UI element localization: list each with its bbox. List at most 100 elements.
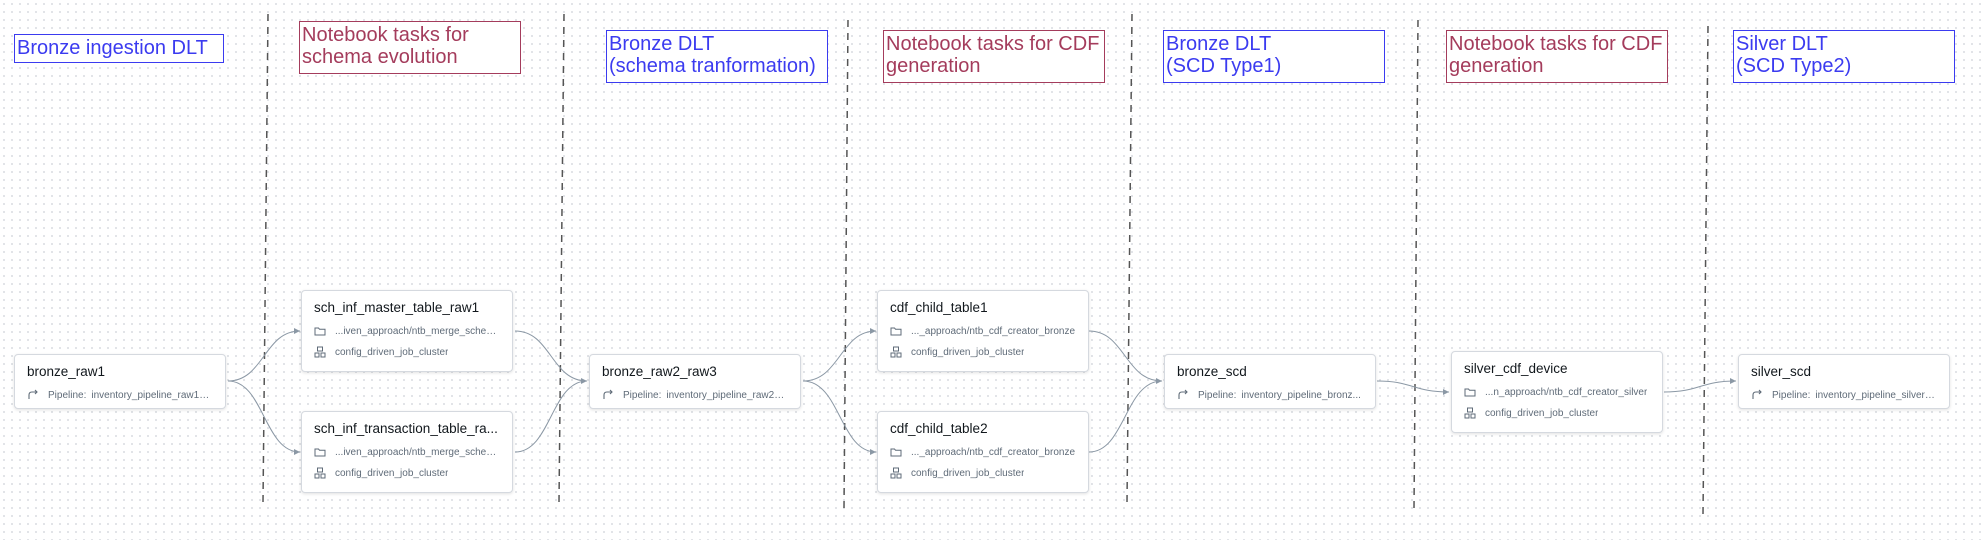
stage-label-bronze-ingestion: Bronze ingestion DLT — [14, 34, 224, 63]
edge-cdf_child_table1-bronze_scd — [1088, 330, 1163, 382]
task-name: silver_scd — [1751, 364, 1812, 379]
task-cdf_child_table2[interactable]: cdf_child_table2 ..._approach/ntb_cdf_cr… — [877, 411, 1089, 493]
cluster-name[interactable]: config_driven_job_cluster — [1485, 407, 1599, 419]
task-pipeline-row: Pipeline: inventory_pipeline_silver_... — [1751, 388, 1937, 402]
stage-label-silver-scd2: Silver DLT (SCD Type2) — [1733, 30, 1955, 83]
edge-bronze_raw1-sch_master — [227, 330, 301, 382]
task-notebook-row: ...iven_approach/ntb_merge_schema — [314, 445, 500, 459]
notebook-path[interactable]: ..._approach/ntb_cdf_creator_bronze — [911, 325, 1075, 337]
folder-icon — [314, 448, 326, 457]
pipeline-label: Pipeline: — [1198, 389, 1237, 401]
cluster-icon — [890, 467, 902, 479]
edge-bronze_raw2_raw3-cdf_child_table1 — [802, 330, 877, 382]
stage-separator — [843, 19, 849, 509]
task-cluster-row: config_driven_job_cluster — [890, 466, 1076, 480]
cluster-icon — [1464, 407, 1476, 419]
cluster-name[interactable]: config_driven_job_cluster — [911, 346, 1025, 358]
stage-separator — [1413, 19, 1419, 509]
cluster-name[interactable]: config_driven_job_cluster — [335, 467, 449, 479]
task-notebook-row: ...iven_approach/ntb_merge_schema — [314, 324, 500, 338]
notebook-path[interactable]: ..._approach/ntb_cdf_creator_bronze — [911, 446, 1075, 458]
task-cdf_child_table1[interactable]: cdf_child_table1 ..._approach/ntb_cdf_cr… — [877, 290, 1089, 372]
stage-label-cdf-generation-2: Notebook tasks for CDF generation — [1446, 30, 1668, 83]
task-name: silver_cdf_device — [1464, 361, 1568, 376]
task-silver_scd[interactable]: silver_scd Pipeline: inventory_pipeline_… — [1738, 354, 1950, 409]
pipeline-label: Pipeline: — [1772, 389, 1811, 401]
arrowhead — [870, 328, 876, 334]
arrowhead — [294, 328, 300, 334]
pipeline-icon — [28, 389, 38, 399]
edge-bronze_scd-silver_cdf_device — [1376, 380, 1450, 393]
task-pipeline-row: Pipeline: inventory_pipeline_raw1_... — [27, 388, 213, 402]
task-name: bronze_raw1 — [27, 364, 106, 379]
task-notebook-row: ..._approach/ntb_cdf_creator_bronze — [890, 324, 1076, 338]
task-name: sch_inf_master_table_raw1 — [314, 300, 480, 315]
arrowhead — [870, 449, 876, 455]
edge-sch_master-bronze_raw2_raw3 — [514, 330, 588, 382]
dependency-edges — [227, 330, 1737, 453]
task-sch_inf_transaction_table[interactable]: sch_inf_transaction_table_ra... ...iven_… — [301, 411, 513, 493]
edge-bronze_raw2_raw3-cdf_child_table2 — [802, 380, 877, 453]
folder-icon — [314, 327, 326, 336]
pipeline-name[interactable]: inventory_pipeline_bronz... — [1241, 389, 1361, 401]
pipeline-label: Pipeline: — [623, 389, 662, 401]
task-notebook-row: ...n_approach/ntb_cdf_creator_silver — [1464, 385, 1650, 399]
cluster-name[interactable]: config_driven_job_cluster — [911, 467, 1025, 479]
stage-label-bronze-transform: Bronze DLT (schema tranformation) — [606, 30, 828, 83]
task-cluster-row: config_driven_job_cluster — [890, 345, 1076, 359]
pipeline-icon — [1752, 389, 1762, 399]
task-bronze_scd[interactable]: bronze_scd Pipeline: inventory_pipeline_… — [1164, 354, 1376, 409]
pipeline-icon — [1178, 389, 1188, 399]
cluster-icon — [314, 467, 326, 479]
arrowhead — [1443, 389, 1449, 395]
stage-separators — [262, 13, 1709, 515]
pipeline-label: Pipeline: — [48, 389, 87, 401]
arrowhead — [1156, 378, 1162, 384]
task-notebook-row: ..._approach/ntb_cdf_creator_bronze — [890, 445, 1076, 459]
cluster-icon — [890, 346, 902, 358]
notebook-path[interactable]: ...n_approach/ntb_cdf_creator_silver — [1485, 386, 1648, 398]
edge-arrowheads — [294, 328, 1736, 455]
task-cluster-row: config_driven_job_cluster — [314, 466, 500, 480]
edge-cdf_child_table2-bronze_scd — [1088, 380, 1163, 453]
task-name: cdf_child_table2 — [890, 421, 988, 436]
stage-separator — [1702, 25, 1709, 515]
notebook-path[interactable]: ...iven_approach/ntb_merge_schema — [335, 325, 500, 337]
task-silver_cdf_device[interactable]: silver_cdf_device ...n_approach/ntb_cdf_… — [1451, 351, 1663, 433]
cluster-name[interactable]: config_driven_job_cluster — [335, 346, 449, 358]
task-pipeline-row: Pipeline: inventory_pipeline_raw2_... — [602, 388, 788, 402]
task-pipeline-row: Pipeline: inventory_pipeline_bronz... — [1177, 388, 1363, 402]
edge-bronze_raw1-sch_transaction — [227, 380, 301, 453]
edge-silver_cdf_device-silver_scd — [1663, 380, 1737, 393]
stage-separator — [558, 13, 565, 503]
stage-separator — [262, 13, 269, 503]
task-name: sch_inf_transaction_table_ra... — [314, 421, 498, 436]
notebook-path[interactable]: ...iven_approach/ntb_merge_schema — [335, 446, 500, 458]
edge-sch_transaction-bronze_raw2_raw3 — [514, 380, 588, 453]
stage-separator — [1126, 13, 1133, 503]
arrowhead — [581, 378, 587, 384]
task-bronze_raw1[interactable]: bronze_raw1 Pipeline: inventory_pipeline… — [14, 354, 226, 409]
task-cluster-row: config_driven_job_cluster — [1464, 406, 1650, 420]
stage-label-schema-evolution: Notebook tasks for schema evolution — [299, 21, 521, 74]
pipeline-name[interactable]: inventory_pipeline_raw1_... — [91, 389, 213, 401]
stage-label-bronze-scd1: Bronze DLT (SCD Type1) — [1163, 30, 1385, 83]
pipeline-icon — [603, 389, 613, 399]
task-bronze_raw2_raw3[interactable]: bronze_raw2_raw3 Pipeline: inventory_pip… — [589, 354, 801, 409]
task-name: bronze_raw2_raw3 — [602, 364, 717, 379]
pipeline-name[interactable]: inventory_pipeline_silver_... — [1815, 389, 1937, 401]
folder-icon — [1464, 388, 1476, 397]
pipeline-name[interactable]: inventory_pipeline_raw2_... — [666, 389, 788, 401]
task-name: cdf_child_table1 — [890, 300, 988, 315]
arrowhead — [294, 449, 300, 455]
task-sch_inf_master_table_raw1[interactable]: sch_inf_master_table_raw1 ...iven_approa… — [301, 290, 513, 372]
cluster-icon — [314, 346, 326, 358]
task-cluster-row: config_driven_job_cluster — [314, 345, 500, 359]
task-name: bronze_scd — [1177, 364, 1247, 379]
folder-icon — [890, 327, 902, 336]
folder-icon — [890, 448, 902, 457]
stage-label-cdf-generation-1: Notebook tasks for CDF generation — [883, 30, 1105, 83]
arrowhead — [1730, 378, 1736, 384]
